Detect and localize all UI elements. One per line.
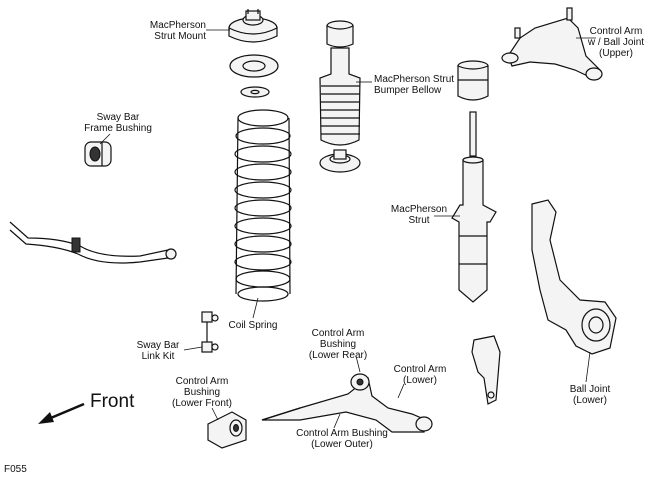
label-line: (Lower Rear) [308, 350, 368, 361]
label-line: Sway Bar [136, 340, 180, 351]
upper-control-arm-illustration [501, 7, 603, 81]
label-link-kit: Sway Bar Link Kit [130, 340, 186, 362]
link-kit-illustration [201, 311, 219, 353]
washer-illustration [240, 86, 270, 98]
label-line: Bushing [319, 339, 357, 350]
label-line: Strut [408, 215, 430, 226]
label-arm-upper: Control Arm w / Ball Joint (Upper) [585, 26, 647, 59]
strut-mount-illustration [228, 9, 278, 43]
bellow-illustration [319, 47, 361, 146]
label-line: Control Arm Bushing [296, 428, 388, 439]
label-line: (Lower Front) [171, 398, 232, 409]
label-line: MacPherson Strut [374, 74, 455, 85]
label-arm-lower: Control Arm (Lower) [390, 364, 450, 386]
label-bushing-lower-front: Control Arm Bushing (Lower Front) [168, 376, 236, 409]
label-strut-mount: MacPherson Strut Mount [126, 20, 206, 42]
label-line: Coil Spring [228, 320, 278, 331]
label-bushing-lower-outer: Control Arm Bushing (Lower Outer) [290, 428, 394, 450]
label-line: Control Arm [393, 364, 447, 375]
leader-lines [99, 29, 596, 429]
label-line: (Upper) [599, 48, 633, 59]
label-line: Bushing [183, 387, 221, 398]
sway-bar-illustration [9, 221, 177, 264]
strut-body-illustration [451, 111, 497, 303]
bearing-plate-illustration [229, 54, 279, 78]
label-line: Bumper Bellow [374, 85, 442, 96]
label-strut: MacPherson Strut [388, 204, 450, 226]
label-line: MacPherson [149, 20, 206, 31]
label-ball-joint-lower: Ball Joint (Lower) [562, 384, 618, 406]
label-bushing-lower-rear: Control Arm Bushing (Lower Rear) [300, 328, 376, 361]
frame-bushing-illustration [84, 141, 112, 167]
lower-bracket-illustration [471, 335, 501, 405]
lower-front-bushing-illustration [207, 411, 247, 449]
label-line: Strut Mount [154, 31, 206, 42]
label-line: MacPherson [390, 204, 448, 215]
knuckle-illustration [531, 199, 617, 355]
spring-seat-illustration [319, 149, 361, 173]
coil-spring-illustration [234, 109, 292, 302]
label-frame-bushing: Sway Bar Frame Bushing [78, 112, 158, 134]
bumper-illustration [326, 20, 354, 48]
label-bumper-bellow: MacPherson Strut Bumper Bellow [374, 74, 454, 96]
label-line: Sway Bar [96, 112, 140, 123]
label-line: Frame Bushing [84, 123, 152, 134]
label-line: w / Ball Joint [587, 37, 645, 48]
label-line: (Lower) [573, 395, 607, 406]
label-line: Control Arm [175, 376, 229, 387]
label-line: Link Kit [141, 351, 175, 362]
label-line: (Lower) [403, 375, 437, 386]
label-line: Ball Joint [569, 384, 611, 395]
front-arrow-icon [38, 402, 85, 424]
label-line: (Lower Outer) [311, 439, 373, 450]
label-line: Control Arm [589, 26, 643, 37]
figure-code: F055 [4, 464, 27, 475]
front-label: Front [90, 391, 135, 412]
lower-control-arm-illustration [261, 373, 433, 433]
strut-top-mount-illustration [457, 60, 489, 101]
label-line: Control Arm [311, 328, 365, 339]
label-coil-spring: Coil Spring [222, 320, 284, 331]
